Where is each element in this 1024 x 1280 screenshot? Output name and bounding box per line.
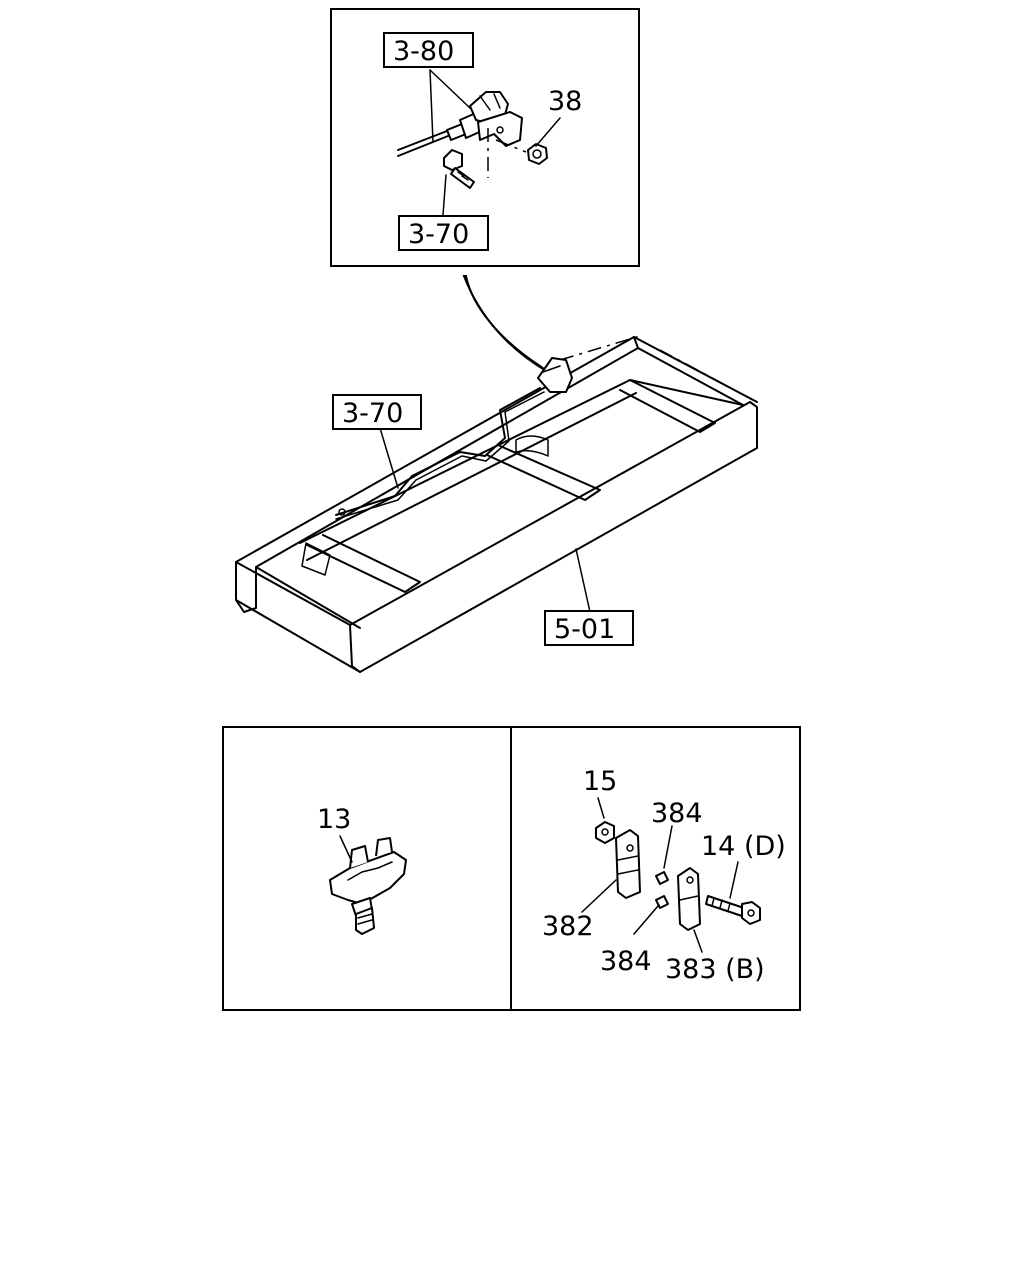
label-3-70-frame: 3-70 (342, 398, 403, 429)
label-3-70-top: 3-70 (408, 219, 469, 250)
clip-13-icon (329, 837, 407, 935)
label-38: 38 (548, 86, 582, 117)
label-13: 13 (317, 804, 351, 835)
cable-end-assembly (397, 91, 523, 178)
spacer-384-lower-icon (655, 895, 669, 909)
label-382: 382 (542, 911, 594, 942)
label-384-upper: 384 (651, 798, 703, 829)
label-3-80: 3-80 (393, 36, 454, 67)
label-383-b: 383 (B) (665, 954, 765, 985)
bracket-383-icon (677, 867, 701, 931)
spacer-384-upper-icon (655, 871, 669, 885)
detail-pointer-arrow (462, 275, 549, 373)
cable-run (335, 357, 573, 520)
top-inset-frame (330, 8, 640, 267)
bottom-detail-panels: 13 15 382 384 384 (222, 726, 801, 1011)
top-inset-bolt (443, 149, 475, 189)
top-inset: 3-80 38 3-70 (330, 8, 640, 267)
label-5-01: 5-01 (554, 614, 615, 645)
nut-38-icon (527, 143, 548, 165)
bolt-14-icon (705, 895, 761, 925)
nut-15-icon (595, 821, 615, 844)
label-384-lower: 384 (600, 946, 652, 977)
label-15: 15 (583, 766, 617, 797)
chassis-frame (235, 335, 758, 673)
bracket-382-icon (615, 829, 641, 899)
label-14-d: 14 (D) (701, 831, 786, 862)
